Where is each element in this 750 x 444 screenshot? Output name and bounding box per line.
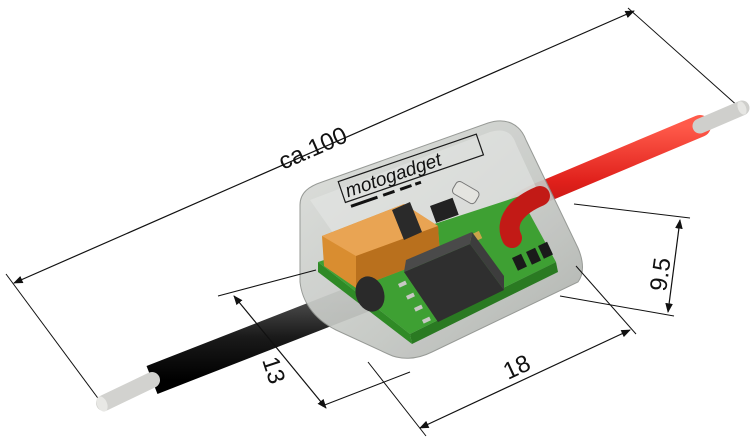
length-label: ca.100: [275, 122, 352, 176]
height-dimension-line: [665, 219, 683, 313]
extension-line-top: [217, 269, 317, 297]
red-wire-end: [692, 100, 750, 134]
extension-line-left: [367, 361, 427, 437]
smd-part: [537, 241, 553, 259]
smd-part: [525, 247, 541, 265]
smd-part: [512, 253, 527, 271]
width-dimension-line: [419, 329, 631, 429]
extension-line-bottom: [559, 295, 675, 317]
extension-line-top: [573, 203, 691, 219]
height-dimension: 9.5: [559, 203, 691, 317]
length-dimension-line: [13, 10, 635, 284]
black-wire-end: [96, 372, 160, 411]
extension-line-right: [627, 7, 741, 109]
height-label: 9.5: [645, 256, 676, 293]
diode: [451, 180, 480, 205]
smd-transistor: [429, 197, 459, 223]
width-label: 18: [499, 350, 535, 386]
cable-offset-dimension-line: [233, 295, 327, 409]
extension-line-left: [5, 273, 104, 406]
black-cable-entry: [355, 276, 385, 312]
extension-line-right: [575, 265, 637, 335]
red-cable-entry: [499, 186, 550, 248]
ic-chip: [398, 232, 504, 324]
extension-line-bottom: [321, 371, 411, 407]
